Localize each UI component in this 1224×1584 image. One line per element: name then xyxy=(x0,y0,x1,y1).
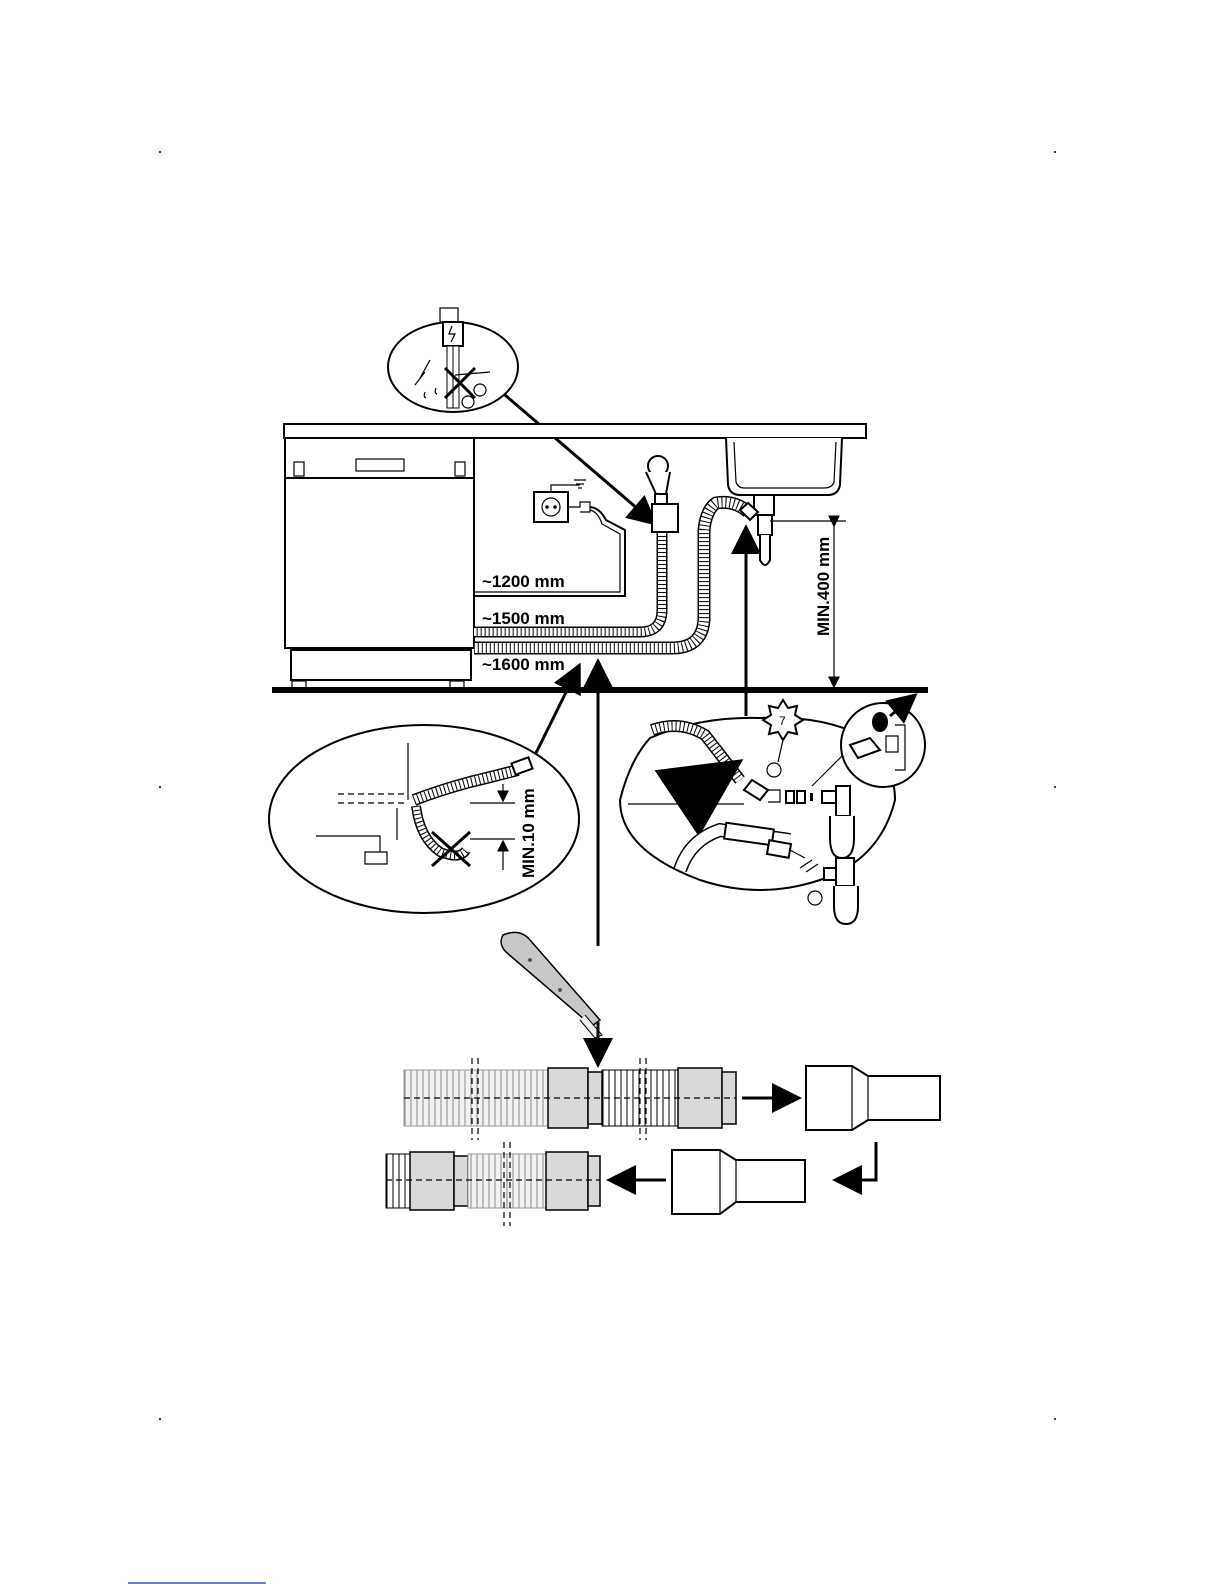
adapter-hose-top xyxy=(404,1058,736,1140)
label-1200mm: ~1200 mm xyxy=(482,572,565,591)
label-1600mm: ~1600 mm xyxy=(482,655,565,674)
label-1500mm: ~1500 mm xyxy=(482,609,565,628)
cutter-knife-icon xyxy=(501,932,602,1038)
adapter-hose-bottom xyxy=(386,1142,600,1226)
warning-bubble xyxy=(388,308,518,412)
hose-height-detail: MIN.10 mm xyxy=(269,725,579,913)
socket-icon xyxy=(534,480,590,522)
adapter-top xyxy=(806,1066,940,1130)
countertop xyxy=(284,424,866,438)
siphon-connection-detail: 7 xyxy=(620,697,925,924)
adapter-bottom xyxy=(672,1150,805,1214)
label-min-10mm: MIN.10 mm xyxy=(519,788,538,878)
label-min-400mm: MIN.400 mm xyxy=(814,537,833,636)
min-400-dimension: MIN.400 mm xyxy=(770,521,846,686)
dishwasher xyxy=(285,438,474,689)
step-number-badge: 7 xyxy=(779,714,786,728)
